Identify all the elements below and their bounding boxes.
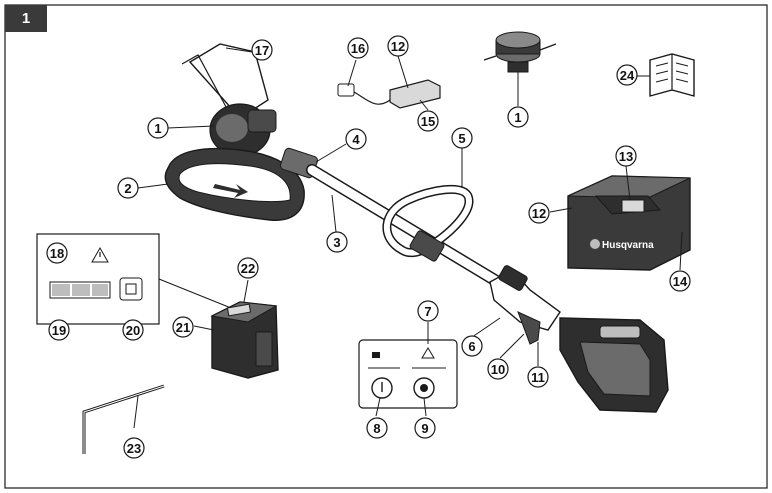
callout-15: 15 xyxy=(417,110,439,132)
svg-text:5: 5 xyxy=(458,131,465,146)
svg-text:21: 21 xyxy=(176,320,190,335)
callout-9: 9 xyxy=(414,417,436,439)
manual-book-24 xyxy=(649,53,695,97)
svg-text:17: 17 xyxy=(255,43,269,58)
svg-text:1: 1 xyxy=(514,110,521,125)
svg-text:24: 24 xyxy=(620,68,635,83)
svg-text:23: 23 xyxy=(127,441,141,456)
svg-text:2: 2 xyxy=(124,181,131,196)
callout-5: 5 xyxy=(451,127,473,149)
callout-14: 14 xyxy=(669,270,691,292)
battery-pack xyxy=(210,301,279,379)
callout-12-right: 12 xyxy=(528,202,550,224)
figure-number: 1 xyxy=(21,10,31,27)
callout-21: 21 xyxy=(172,316,194,338)
svg-text:18: 18 xyxy=(50,246,64,261)
svg-text:3: 3 xyxy=(333,235,340,250)
loop-handle-5 xyxy=(382,184,474,262)
svg-text:13: 13 xyxy=(619,149,633,164)
callout-24: 24 xyxy=(616,64,638,86)
shaft-3 xyxy=(306,164,504,288)
svg-text:8: 8 xyxy=(373,421,380,436)
leader-lines xyxy=(133,47,683,429)
control-panel-inset xyxy=(358,339,458,409)
svg-text:20: 20 xyxy=(126,323,140,338)
callout-3: 3 xyxy=(326,231,348,253)
figure-frame xyxy=(4,4,768,489)
charger-cable-15 xyxy=(337,79,441,109)
svg-text:16: 16 xyxy=(351,41,365,56)
svg-text:19: 19 xyxy=(52,323,66,338)
callout-4: 4 xyxy=(345,128,367,150)
callout-16: 16 xyxy=(347,37,369,59)
callout-17: 17 xyxy=(251,39,273,61)
svg-text:12: 12 xyxy=(532,206,546,221)
callout-1-right: 1 xyxy=(507,106,529,128)
callouts: 17 1 2 4 3 16 12 15 5 1 24 13 12 14 18 2… xyxy=(46,35,691,459)
svg-text:7: 7 xyxy=(424,304,431,319)
callout-10: 10 xyxy=(487,358,509,380)
callout-8: 8 xyxy=(366,417,388,439)
svg-text:9: 9 xyxy=(421,421,428,436)
callout-13: 13 xyxy=(615,145,637,167)
callout-23: 23 xyxy=(123,437,145,459)
svg-text:4: 4 xyxy=(352,132,360,147)
rotation-arrow-icon xyxy=(213,184,248,198)
trimmer-head-assembly xyxy=(164,43,319,221)
callout-2: 2 xyxy=(117,177,139,199)
callout-6: 6 xyxy=(461,335,483,357)
callout-12-top: 12 xyxy=(387,35,409,57)
svg-text:14: 14 xyxy=(673,274,688,289)
callout-20: 20 xyxy=(122,319,144,341)
svg-text:15: 15 xyxy=(421,114,435,129)
brand-text: Husqvarna xyxy=(602,240,654,251)
charger-base-12: Husqvarna xyxy=(567,175,691,271)
figure-number-tag: 1 xyxy=(5,5,47,32)
callout-19: 19 xyxy=(48,319,70,341)
trigger-10 xyxy=(517,311,541,345)
battery-indicator-panel xyxy=(36,233,237,325)
callout-22: 22 xyxy=(237,257,259,279)
svg-text:1: 1 xyxy=(154,121,161,136)
callout-11: 11 xyxy=(527,366,549,388)
svg-text:22: 22 xyxy=(241,261,255,276)
callout-7: 7 xyxy=(417,300,439,322)
rear-handle-assembly xyxy=(489,265,669,413)
callout-18: 18 xyxy=(46,242,68,264)
callout-1-left: 1 xyxy=(147,117,169,139)
svg-text:10: 10 xyxy=(491,362,505,377)
svg-text:12: 12 xyxy=(391,39,405,54)
hex-key-23 xyxy=(82,384,165,454)
svg-text:11: 11 xyxy=(531,370,545,385)
trimmer-spool xyxy=(483,31,557,73)
svg-text:6: 6 xyxy=(468,339,475,354)
